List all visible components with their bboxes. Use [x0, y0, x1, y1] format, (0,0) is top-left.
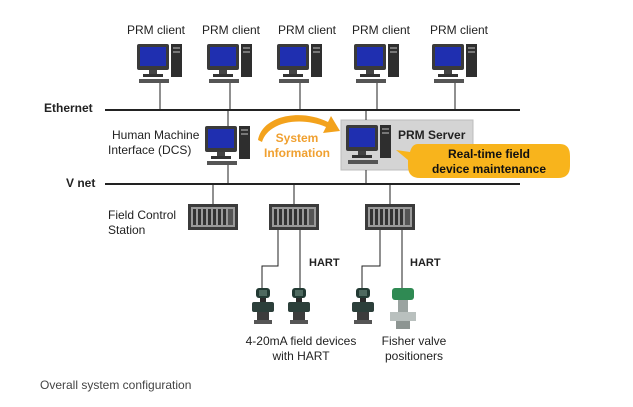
maintenance-label-line2: device maintenance	[431, 162, 547, 176]
hmi-label-line2: Interface (DCS)	[108, 143, 192, 157]
prm-client-icon	[277, 44, 322, 83]
field-devices-label-line1: 4-20mA field devices	[245, 334, 357, 348]
hmi-label-line1: Human Machine	[112, 128, 200, 142]
hmi-computer-icon	[205, 126, 250, 165]
prm-client-label: PRM client	[352, 23, 411, 37]
prm-server-label: PRM Server	[398, 128, 466, 142]
prm-client-label: PRM client	[127, 23, 186, 37]
maintenance-callout	[396, 144, 570, 178]
field-devices-label-line2: with HART	[272, 349, 330, 363]
field-control-station-icon	[188, 204, 238, 230]
prm-client-label: PRM client	[278, 23, 337, 37]
field-control-station-icon	[269, 204, 319, 230]
system-information-label-line1: System	[275, 131, 319, 145]
fcs-label-line2: Station	[108, 223, 146, 237]
prm-client-label: PRM client	[202, 23, 261, 37]
hart-label: HART	[410, 257, 441, 269]
fisher-label-line2: positioners	[384, 349, 444, 363]
fcs-label-line1: Field Control	[108, 208, 177, 222]
valve-positioner-icon	[390, 288, 416, 329]
prm-client-icon	[354, 44, 399, 83]
prm-client-icon	[137, 44, 182, 83]
system-information-label-line2: Information	[264, 146, 330, 160]
transmitter-icon	[352, 288, 374, 324]
transmitter-icon	[288, 288, 310, 324]
field-control-station-icon	[365, 204, 415, 230]
prm-client-label: PRM client	[430, 23, 489, 37]
maintenance-label-line1: Real-time field	[447, 147, 531, 161]
system-information-arrow	[258, 115, 340, 142]
prm-client-icon	[207, 44, 252, 83]
fisher-label-line1: Fisher valve	[381, 334, 447, 348]
transmitter-icon	[252, 288, 274, 324]
vnet-label: V net	[66, 176, 96, 190]
hart-label: HART	[309, 257, 340, 269]
prm-client-icon	[432, 44, 477, 83]
figure-caption: Overall system configuration	[40, 378, 192, 392]
ethernet-label: Ethernet	[44, 101, 93, 115]
